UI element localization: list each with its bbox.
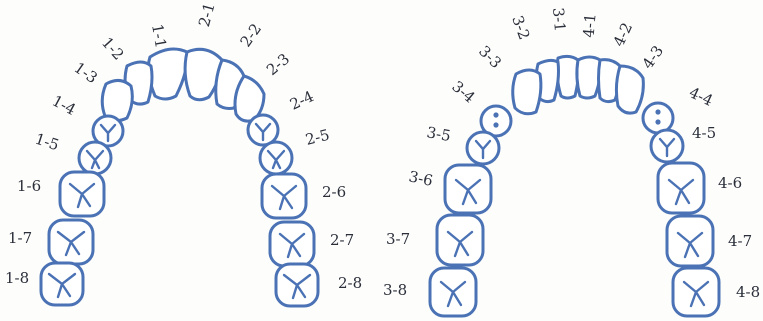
label-1-3: 1-3 bbox=[71, 59, 101, 88]
pit-4-4a bbox=[655, 109, 660, 114]
label-1-8: 1-8 bbox=[5, 269, 29, 287]
tooth-4-4 bbox=[643, 103, 673, 133]
label-4-7: 4-7 bbox=[728, 232, 752, 250]
label-3-1: 3-1 bbox=[549, 7, 569, 33]
pit-3-4a bbox=[493, 112, 498, 117]
label-4-6: 4-6 bbox=[718, 174, 742, 192]
label-4-8: 4-8 bbox=[736, 283, 760, 301]
label-3-6: 3-6 bbox=[407, 167, 434, 190]
tooth-1-5 bbox=[79, 142, 111, 174]
label-2-8: 2-8 bbox=[338, 274, 362, 292]
label-4-5: 4-5 bbox=[692, 124, 716, 142]
tooth-4-7 bbox=[667, 216, 713, 266]
label-1-6: 1-6 bbox=[17, 177, 41, 195]
pit-3-4b bbox=[493, 122, 498, 127]
tooth-3-1 bbox=[557, 56, 579, 98]
label-3-8: 3-8 bbox=[383, 281, 407, 299]
tooth-4-3 bbox=[616, 66, 643, 113]
tooth-3-7 bbox=[437, 215, 483, 265]
label-1-2: 1-2 bbox=[98, 34, 128, 64]
tooth-3-3 bbox=[513, 70, 541, 114]
pit-4-4b bbox=[655, 119, 660, 124]
label-1-4: 1-4 bbox=[49, 92, 79, 119]
label-4-4: 4-4 bbox=[686, 83, 716, 110]
label-2-4: 2-4 bbox=[287, 87, 317, 114]
tooth-1-1 bbox=[148, 49, 187, 99]
tooth-2-5 bbox=[260, 142, 292, 174]
label-2-2: 2-2 bbox=[237, 20, 266, 50]
label-2-3: 2-3 bbox=[263, 50, 293, 79]
upper-arch bbox=[41, 49, 318, 306]
label-2-7: 2-7 bbox=[330, 231, 354, 249]
label-3-7: 3-7 bbox=[386, 230, 410, 248]
label-4-2: 4-2 bbox=[610, 20, 637, 50]
label-1-5: 1-5 bbox=[33, 130, 62, 155]
label-1-7: 1-7 bbox=[8, 229, 32, 247]
label-3-2: 3-2 bbox=[508, 13, 533, 42]
label-2-6: 2-6 bbox=[322, 183, 346, 201]
label-4-1: 4-1 bbox=[580, 13, 600, 39]
label-3-5: 3-5 bbox=[425, 123, 452, 145]
label-3-3: 3-3 bbox=[475, 42, 505, 72]
label-2-5: 2-5 bbox=[304, 126, 332, 149]
label-4-3: 4-3 bbox=[639, 42, 668, 72]
tooth-4-1 bbox=[577, 57, 601, 98]
label-1-1: 1-1 bbox=[148, 23, 170, 50]
label-2-1: 2-1 bbox=[195, 1, 219, 29]
tooth-4-6 bbox=[658, 163, 704, 213]
label-3-4: 3-4 bbox=[448, 77, 478, 106]
